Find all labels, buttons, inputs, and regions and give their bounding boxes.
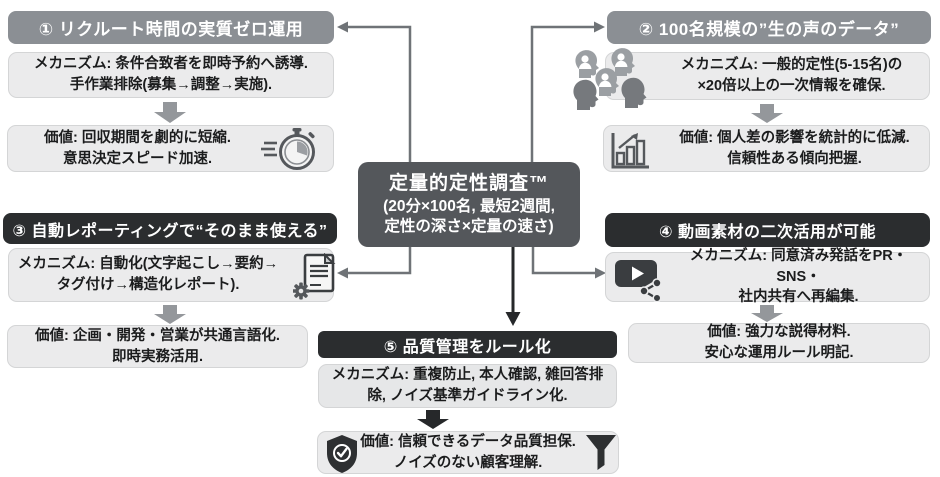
section3-value-line1: 価値: 企画・開発・営業が共通言語化. [35, 327, 280, 344]
down-arrow-s2 [751, 104, 783, 123]
section5-value-box: 価値: 信頼できるデータ品質担保. ノイズのない顧客理解. [317, 431, 619, 474]
section5-mech-line2: 除, ノイズ基準ガイドライン化. [367, 388, 568, 404]
section3-mech-line1: メカニズム: 自動化(文字起こし→要約→ [17, 256, 279, 273]
funnel-icon [586, 435, 616, 470]
section4-mech-line2: 社内共有へ再編集. [738, 289, 859, 306]
section2-value-line2: 信頼性ある傾向把握. [727, 150, 862, 167]
connector-center-to-s1 [347, 25, 412, 163]
share-glyph [639, 278, 662, 302]
section1-value-box: 価値: 回収期間を劇的に短縮. 意思決定スピード加速. [7, 125, 334, 172]
video-share-icon [615, 260, 662, 302]
section3-value-line2: 即時実務活用. [111, 348, 204, 365]
section3-title-text: ③ 自動レポーティングで“そのまま使える” [12, 222, 328, 240]
section1-value-line1: 価値: 回収期間を劇的に短縮. [44, 129, 231, 146]
arrowhead-s1 [337, 21, 348, 33]
arrowhead-s5 [505, 312, 521, 326]
down-arrow-s3 [154, 305, 186, 324]
speed-stopwatch-icon [261, 128, 315, 170]
section4-title: ④ 動画素材の二次活用が可能 [605, 213, 930, 247]
center-subtitle-line2: 定性の深さ×定量の速さ) [384, 217, 554, 235]
section2-mechanism-box: メカニズム: 一般的定性(5-15名)の ×20倍以上の一次情報を確保. [605, 52, 930, 100]
section4-value-line2: 安心な運用ルール明記. [704, 345, 854, 361]
report-gear-icon [293, 253, 336, 300]
section4-title-text: ④ 動画素材の二次活用が可能 [659, 224, 876, 241]
section2-mech-line1: メカニズム: 一般的定性(5-15名)の [680, 57, 903, 74]
section3-title: ③ 自動レポーティングで“そのまま使える” [3, 213, 337, 244]
section2-title: ② 100名規模の”生の声のデータ” [607, 11, 931, 44]
arrowhead-s2 [594, 21, 605, 33]
section5-title-text: ⑤ 品質管理をルール化 [383, 338, 552, 356]
section1-mech-line2: 手作業排除(募集→調整→実施). [69, 77, 273, 93]
section5-mech-line1: メカニズム: 重複防止, 本人確認, 雑回答排 [331, 367, 604, 384]
section3-mech-line2: タグ付け→構造化レポート). [56, 277, 240, 293]
gear-glyph [293, 282, 310, 300]
shield-check-icon [327, 435, 357, 473]
section5-value-line1: 価値: 信頼できるデータ品質担保. [360, 433, 576, 450]
down-arrow-s5 [417, 410, 449, 429]
section1-title-text: ① リクルート時間の実質ゼロ運用 [38, 20, 304, 39]
section5-mechanism-box: メカニズム: 重複防止, 本人確認, 雑回答排 除, ノイズ基準ガイドライン化. [318, 364, 617, 408]
section5-value-line2: ノイズのない顧客理解. [393, 454, 543, 471]
focus-group-icon [573, 48, 647, 110]
section5-title: ⑤ 品質管理をルール化 [318, 331, 617, 358]
section1-title: ① リクルート時間の実質ゼロ運用 [8, 11, 334, 44]
section1-mech-line1: メカニズム: 条件合致者を即時予約へ誘導. [34, 56, 308, 73]
connector-center-to-s2 [530, 25, 595, 163]
section1-mechanism-box: メカニズム: 条件合致者を即時予約へ誘導. 手作業排除(募集→調整→実施). [8, 52, 334, 98]
connector-center-to-s4 [531, 246, 596, 275]
section3-value-box: 価値: 企画・開発・営業が共通言語化. 即時実務活用. [7, 325, 308, 368]
section4-mech-line1: メカニズム: 同意済み発話をPR・SNS・ [689, 248, 908, 285]
bar-chart-icon [611, 133, 649, 169]
center-concept-box: 定量的定性調査™ (20分×100名, 最短2週間, 定性の深さ×定量の速さ) [358, 162, 580, 247]
arrowhead-s4 [595, 267, 606, 279]
center-title: 定量的定性調査™ [388, 173, 549, 195]
section4-value-box: 価値: 強力な説得材料. 安心な運用ルール明記. [628, 323, 930, 363]
section4-value-line1: 価値: 強力な説得材料. [707, 324, 851, 341]
section2-value-box: 価値: 個人差の影響を統計的に低減. 信頼性ある傾向把握. [603, 125, 930, 172]
section1-value-line2: 意思決定スピード加速. [62, 150, 213, 167]
section2-mech-line2: ×20倍以上の一次情報を確保. [697, 78, 886, 94]
section2-value-line1: 価値: 個人差の影響を統計的に低減. [679, 129, 910, 146]
head-profile [573, 48, 647, 110]
section4-mechanism-box: メカニズム: 同意済み発話をPR・SNS・ 社内共有へ再編集. [605, 248, 930, 305]
connector-center-to-s3 [347, 246, 412, 275]
down-arrow-s4 [751, 305, 783, 322]
arrowhead-s3 [337, 267, 348, 279]
center-subtitle-line1: (20分×100名, 最短2週間, [383, 197, 555, 215]
section2-title-text: ② 100名規模の”生の声のデータ” [638, 20, 900, 39]
down-arrow-s1 [154, 102, 186, 123]
section3-mechanism-box: メカニズム: 自動化(文字起こし→要約→ タグ付け→構造化レポート). [8, 248, 334, 302]
